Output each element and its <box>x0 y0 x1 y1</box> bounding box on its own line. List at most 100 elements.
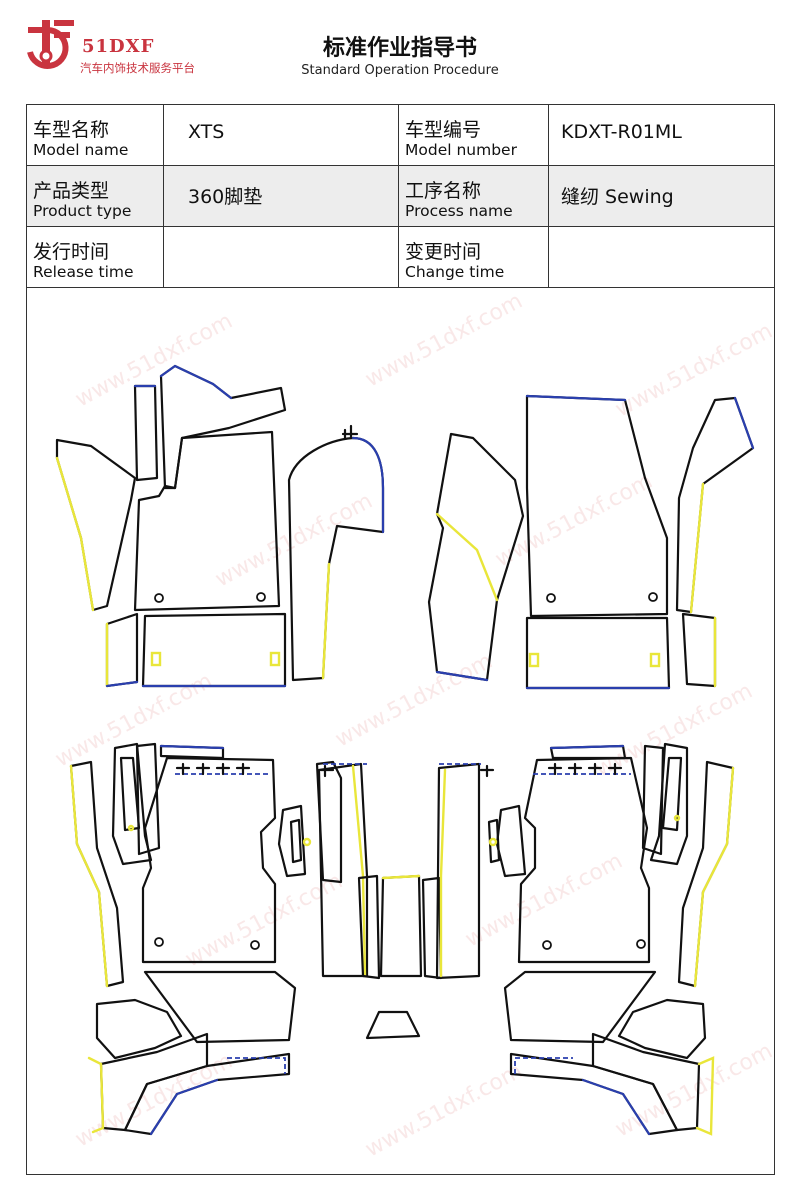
mat-fix-hole <box>648 592 658 602</box>
mat-fix-hole <box>154 937 164 947</box>
notch-mark <box>175 762 251 776</box>
process-name-value-cell: 缝纫 Sewing <box>548 165 775 227</box>
change-time-value-cell <box>548 226 775 288</box>
rear-left-small-bracket <box>277 804 307 878</box>
model-number-value-cell: KDXT-R01ML <box>548 104 775 166</box>
rear-right-arc-piece <box>509 1052 679 1136</box>
rear-right-small-bracket <box>495 804 527 878</box>
seam-line <box>693 766 735 988</box>
product-type-label-cell: 产品类型 Product type <box>26 165 164 227</box>
driver-heel-pad <box>141 612 287 688</box>
info-row-model: 车型名称 Model name XTS 车型编号 Model number KD… <box>26 104 775 166</box>
center-arch-piece <box>287 436 385 682</box>
seam-line <box>549 744 625 750</box>
dashed-seam-line <box>514 1057 573 1074</box>
product-type-label-cn: 产品类型 <box>33 180 110 202</box>
seam-line <box>435 670 489 682</box>
top-left-mat-set <box>55 364 385 688</box>
passenger-outer-side-piece <box>675 396 755 614</box>
rear-left-side-frame-inner <box>119 756 141 832</box>
left-side-strip-piece <box>133 384 159 482</box>
seam-line <box>381 874 421 880</box>
seam-line <box>525 394 627 402</box>
center-tunnel-piece-left <box>357 874 381 980</box>
yellow-marker <box>302 837 312 847</box>
model-name-label-cn: 车型名称 <box>33 119 110 141</box>
rear-left-side-frame <box>111 742 153 866</box>
rear-right-frame-strip <box>641 744 665 856</box>
model-number-label-en: Model number <box>405 141 517 159</box>
document-subtitle: Standard Operation Procedure <box>301 63 499 78</box>
document-title: 标准作业指导书 <box>322 36 477 61</box>
rear-left-middle-strip <box>315 760 343 884</box>
seam-line <box>159 364 233 400</box>
rear-left-main-mat <box>141 756 277 964</box>
info-row-time: 发行时间 Release time 变更时间 Change time <box>26 226 775 288</box>
info-table: 车型名称 Model name XTS 车型编号 Model number KD… <box>26 104 775 288</box>
driver-lower-strip <box>105 612 139 688</box>
release-time-label-cn: 发行时间 <box>33 241 110 263</box>
yellow-marker <box>488 837 498 847</box>
mat-fix-hole <box>250 940 260 950</box>
rear-left-bottom-wedge <box>143 970 297 1044</box>
seam-line <box>435 512 499 602</box>
seam-line <box>689 482 705 614</box>
mat-fix-hole <box>546 593 556 603</box>
center-trapezoid-piece <box>365 1010 421 1040</box>
document-header: 51DXF 汽车内饰技术服务平台 标准作业指导书 Standard Operat… <box>0 0 800 100</box>
seam-line <box>55 456 95 612</box>
notch-mark <box>547 762 623 776</box>
passenger-heel-pad <box>525 616 671 690</box>
passenger-main-mat <box>525 394 669 618</box>
model-name-label-cell: 车型名称 Model name <box>26 104 164 166</box>
yellow-marker <box>269 651 281 667</box>
center-tunnel-middle-piece <box>379 874 423 978</box>
model-name-value: XTS <box>188 121 225 143</box>
pattern-drawing: www.51dxf.com www.51dxf.com www.51dxf.co… <box>26 288 775 1175</box>
bottom-center-mat-set <box>317 762 495 1040</box>
center-left-tunnel-piece <box>317 762 369 978</box>
brand-name: 51DXF <box>82 36 155 57</box>
passenger-lower-strip <box>681 612 717 688</box>
logo-icon <box>27 20 74 69</box>
seam-line <box>351 764 367 978</box>
model-number-label-cn: 车型编号 <box>405 119 482 141</box>
yellow-marker <box>528 652 540 668</box>
mat-fix-hole <box>542 940 552 950</box>
process-name-value: 缝纫 Sewing <box>561 186 674 208</box>
seam-line <box>733 396 755 450</box>
notch-mark <box>319 764 335 778</box>
driver-main-mat <box>133 430 281 612</box>
bottom-left-mat-set <box>69 742 343 1136</box>
notch-mark <box>341 424 359 440</box>
change-time-label-en: Change time <box>405 263 505 281</box>
seam-line <box>581 1078 651 1136</box>
seam-line <box>149 1078 219 1136</box>
process-name-label-en: Process name <box>405 202 513 220</box>
rear-right-side-frame <box>649 742 689 866</box>
rear-left-arc-piece <box>123 1052 291 1136</box>
model-number-value: KDXT-R01ML <box>561 121 682 143</box>
rear-right-side-frame-inner <box>661 756 683 832</box>
release-time-label-en: Release time <box>33 263 134 281</box>
product-type-label-en: Product type <box>33 202 132 220</box>
product-type-value-cell: 360脚垫 <box>163 165 399 227</box>
yellow-marker <box>649 652 661 668</box>
seam-line <box>321 562 331 680</box>
rear-right-small-bracket-inner <box>487 818 501 864</box>
seam-line <box>159 744 225 750</box>
seam-line <box>87 1056 105 1134</box>
rear-left-frame-strip <box>135 742 161 856</box>
yellow-marker <box>127 824 135 832</box>
mat-fix-hole <box>636 939 646 949</box>
rear-right-bottom-wedge <box>503 970 657 1044</box>
model-name-value-cell: XTS <box>163 104 399 166</box>
center-right-tunnel-piece <box>435 762 481 980</box>
brand-tagline: 汽车内饰技术服务平台 <box>80 61 195 75</box>
seam-line <box>439 768 447 978</box>
info-row-product: 产品类型 Product type 360脚垫 工序名称 Process nam… <box>26 165 775 227</box>
product-type-value: 360脚垫 <box>188 186 263 208</box>
change-time-label-cell: 变更时间 Change time <box>398 226 549 288</box>
mat-fix-hole <box>256 592 266 602</box>
mat-fix-hole <box>154 593 164 603</box>
